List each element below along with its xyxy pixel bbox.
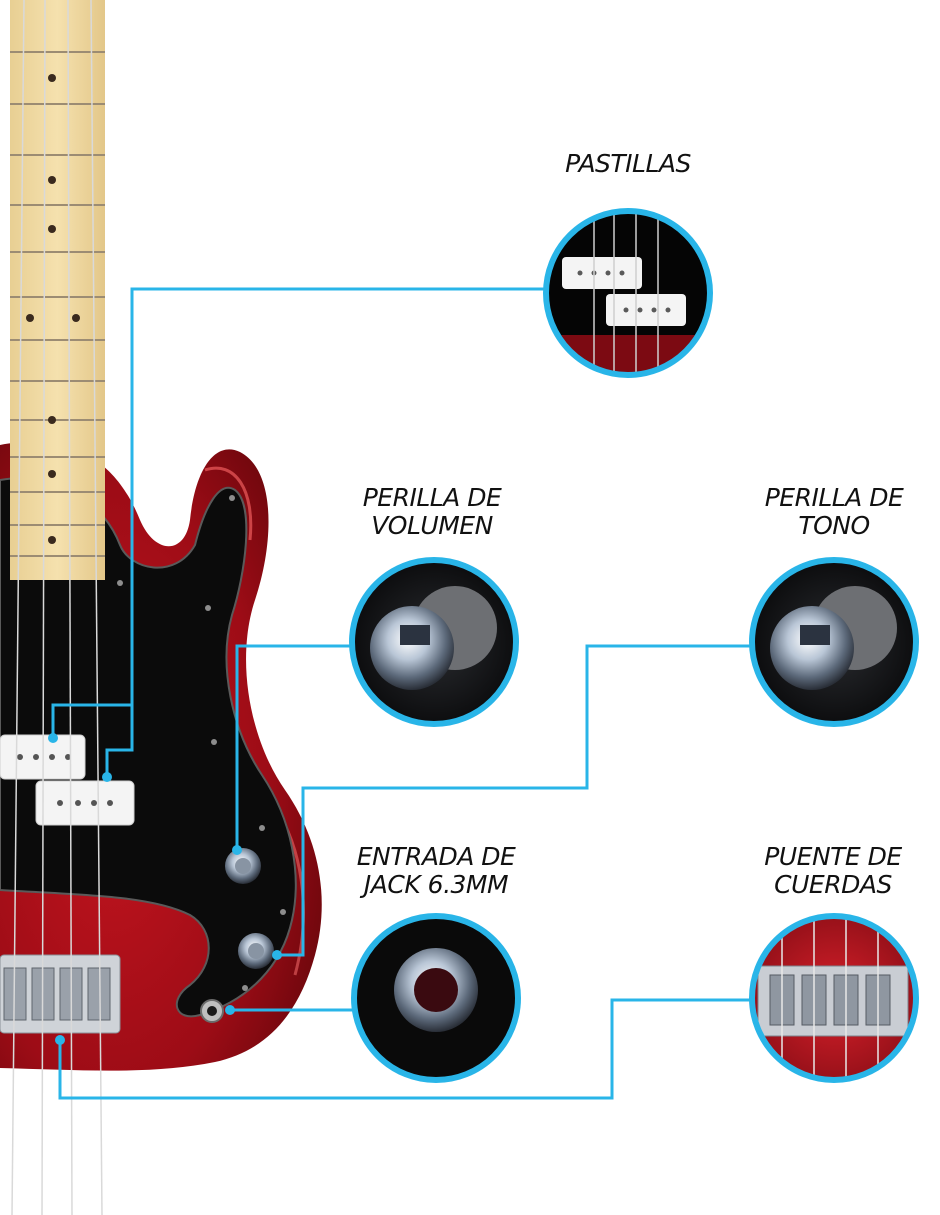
tone-knob-closeup-icon: [749, 557, 919, 727]
label-perilla-volumen-line-1: PERILLA DE: [362, 483, 502, 512]
label-entrada-jack: ENTRADA DE JACK 6.3MM: [326, 843, 546, 899]
bridge: [0, 954, 121, 1034]
label-puente-cuerdas-line-2: CUERDAS: [774, 870, 892, 899]
pickup-neck-half: [35, 780, 135, 826]
label-entrada-jack-line-1: ENTRADA DE: [356, 842, 516, 871]
label-perilla-volumen-line-2: VOLUMEN: [371, 511, 493, 540]
label-perilla-tono-line-1: PERILLA DE: [764, 483, 904, 512]
jack-input-closeup-icon: [351, 913, 521, 1083]
label-puente-cuerdas-line-1: PUENTE DE: [764, 842, 902, 871]
pickguard: [0, 477, 297, 1018]
label-pastillas: PASTILLAS: [528, 150, 728, 178]
callout-lines: [51, 287, 752, 1100]
label-pastillas-line-1: PASTILLAS: [565, 149, 691, 178]
label-perilla-tono: PERILLA DE TONO: [734, 484, 934, 540]
jack-input: [200, 999, 224, 1023]
volume-knob-closeup-icon: [349, 557, 519, 727]
pickups-closeup-icon: [543, 208, 713, 378]
label-entrada-jack-line-2: JACK 6.3MM: [363, 870, 509, 899]
label-puente-cuerdas: PUENTE DE CUERDAS: [733, 843, 933, 899]
label-perilla-volumen: PERILLA DE VOLUMEN: [332, 484, 532, 540]
tone-knob: [238, 933, 274, 969]
guitar-neck: [10, 0, 105, 580]
volume-knob: [225, 848, 261, 884]
bridge-closeup-icon: [749, 913, 919, 1083]
label-perilla-tono-line-2: TONO: [798, 511, 870, 540]
